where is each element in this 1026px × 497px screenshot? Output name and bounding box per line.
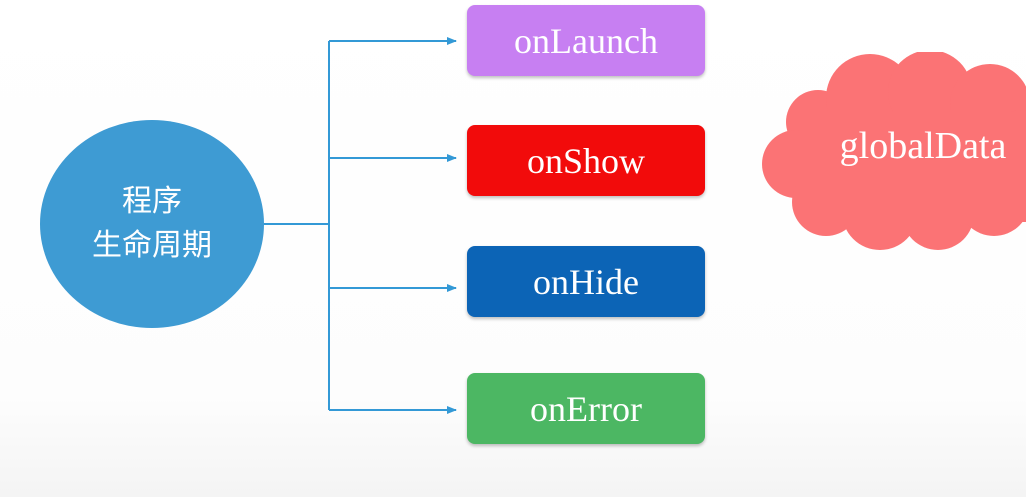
cloud-shape xyxy=(762,52,1026,250)
program-lifecycle-line1: 程序 xyxy=(122,184,182,219)
onlaunch-box: onLaunch xyxy=(467,5,705,76)
onshow-label: onShow xyxy=(526,140,646,181)
onerror-label: onError xyxy=(530,388,642,429)
program-lifecycle-node: 程序 生命周期 xyxy=(40,120,264,328)
onlaunch-label: onLaunch xyxy=(514,20,658,61)
onhide-box: onHide xyxy=(467,246,705,317)
onshow-box: onShow xyxy=(467,125,705,196)
globaldata-cloud: globalData xyxy=(760,52,1026,252)
onhide-label: onHide xyxy=(533,261,639,302)
program-lifecycle-line2: 生命周期 xyxy=(92,228,212,263)
onerror-box: onError xyxy=(467,373,705,444)
globaldata-label: globalData xyxy=(839,125,1007,167)
